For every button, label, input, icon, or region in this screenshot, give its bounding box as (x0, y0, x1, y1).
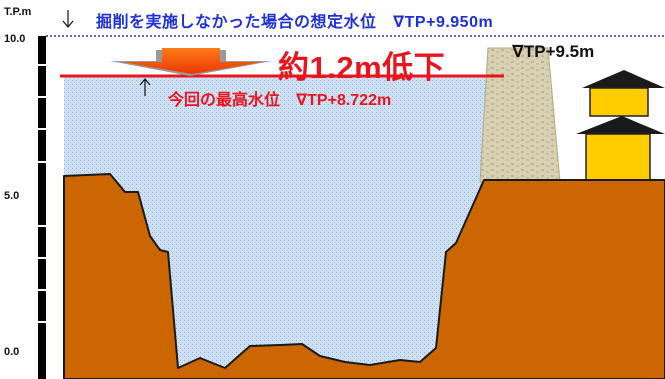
terrain-cross-section (63, 173, 665, 379)
castle-icon (576, 70, 665, 183)
reduction-label: 約1.2m低下 (278, 50, 446, 85)
dam-level-label: ∇TP+9.5m (512, 42, 595, 61)
axis-unit-label: T.P.m (4, 6, 32, 18)
down-arrow-icon (62, 10, 74, 28)
up-arrow-icon (139, 78, 151, 96)
current-max-level-label: 今回の最高水位 ∇TP+8.722m (168, 92, 392, 109)
dam (479, 47, 561, 183)
tick-label-5: 5.0 (4, 190, 20, 202)
tick-label-10: 10.0 (4, 33, 26, 45)
elevation-axis (38, 36, 46, 379)
hypothetical-level-label: 掘削を実施しなかった場合の想定水位 ∇TP+9.950m (96, 14, 494, 31)
tick-label-0: 0.0 (4, 346, 20, 358)
level-drop-arrow (110, 48, 272, 76)
